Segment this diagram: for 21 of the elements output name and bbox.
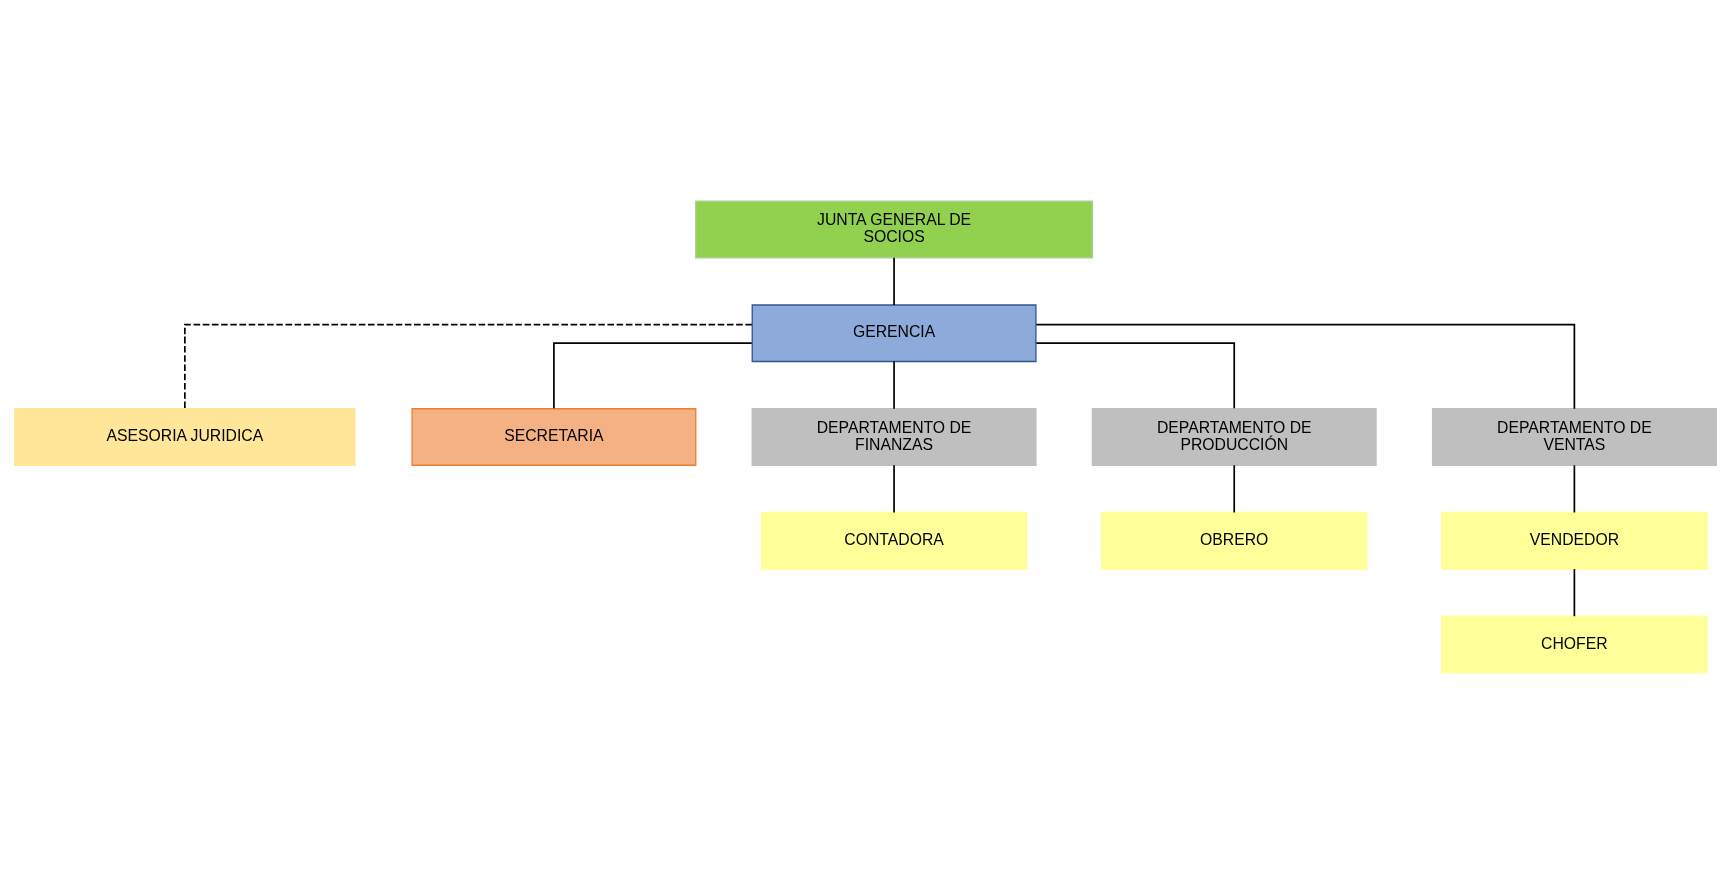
node-box: CHOFER xyxy=(1441,615,1708,674)
node-box: VENDEDOR xyxy=(1441,511,1708,570)
connector xyxy=(1573,568,1576,618)
connector xyxy=(893,464,895,514)
connector xyxy=(1573,464,1576,514)
connector xyxy=(184,323,753,410)
node-box: DEPARTAMENTO DE PRODUCCIÓN xyxy=(1091,408,1377,466)
node-box: GERENCIA xyxy=(751,304,1037,363)
node-box: ASESORIA JURIDICA xyxy=(14,408,356,466)
connector xyxy=(1035,323,1576,410)
node-box: SECRETARIA xyxy=(411,408,697,466)
connector xyxy=(893,257,895,306)
node-box: CONTADORA xyxy=(760,511,1028,570)
connector xyxy=(1233,464,1236,514)
node-box: OBRERO xyxy=(1100,511,1368,570)
node-box: DEPARTAMENTO DE FINANZAS xyxy=(751,408,1037,466)
node-box: DEPARTAMENTO DE VENTAS xyxy=(1431,408,1717,466)
node-box: JUNTA GENERAL DE SOCIOS xyxy=(695,200,1094,259)
connector xyxy=(553,342,753,410)
connector xyxy=(1035,342,1236,410)
connector xyxy=(893,360,895,410)
